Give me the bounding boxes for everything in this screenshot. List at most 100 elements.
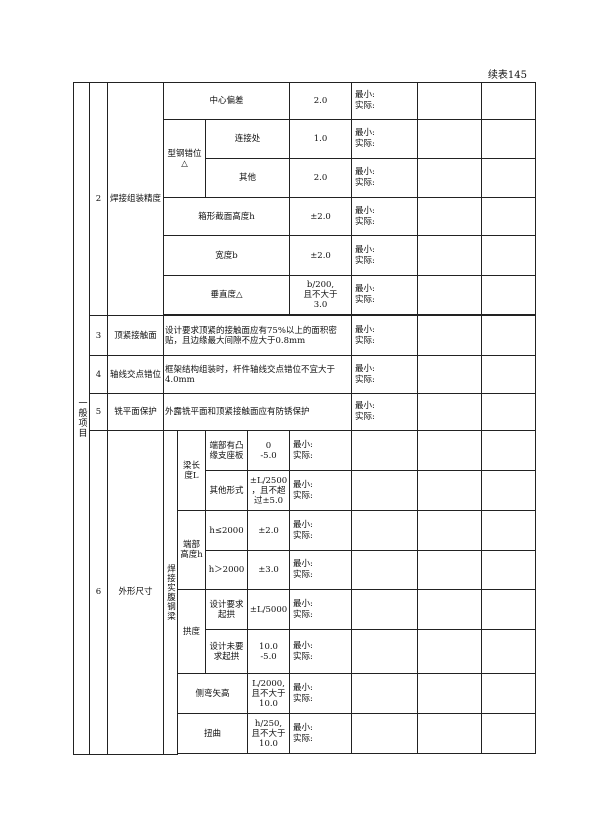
blank-cell (481, 235, 537, 276)
measure-cell: 最小:实际: (351, 393, 419, 431)
blank-cell (481, 355, 537, 394)
table-row: 一般项目 2 焊接组装精度 中心偏差 2.0 最小:实际: (73, 82, 537, 755)
item-name: 外形尺寸 (107, 430, 164, 755)
blank-cell (417, 119, 483, 159)
measure-cell: 最小:实际: (351, 197, 419, 236)
table-row: 其他 2.0 最小:实际: (74, 158, 537, 198)
blank-cell (351, 430, 419, 471)
tolerance: 2.0 (289, 158, 353, 198)
blank-cell (481, 550, 537, 590)
beam-type-label: 焊接实腹钢梁 (163, 430, 178, 755)
measure-cell: 最小:实际: (351, 119, 419, 159)
measure-cell: 最小:实际: (289, 629, 353, 674)
measure-cell: 最小:实际: (351, 82, 419, 120)
check-item: 中心偏差 (162, 82, 291, 120)
blank-cell (351, 589, 419, 630)
blank-cell (351, 673, 419, 714)
check-item: 端部高度h (177, 510, 206, 590)
blank-cell (417, 589, 483, 630)
measure-cell: 最小:实际: (289, 589, 353, 630)
blank-cell (481, 315, 537, 356)
blank-cell (352, 754, 418, 755)
blank-cell (417, 550, 483, 590)
blank-cell (417, 355, 483, 394)
blank-cell (417, 275, 483, 315)
item-number: 4 (89, 355, 108, 394)
blank-cell (417, 235, 483, 276)
tolerance: ±2.0 (246, 510, 291, 551)
blank-cell (417, 197, 483, 236)
requirement-text: 设计要求顶紧的接触面应有75%以上的面积密贴，且边缘最大间隙不应大于0.8mm (162, 315, 353, 356)
item-number: 5 (89, 393, 108, 431)
check-subitem: h＞2000 (205, 550, 248, 590)
tolerance: ±3.0 (246, 550, 291, 590)
blank-cell (418, 754, 482, 755)
check-subitem: 其他形式 (205, 470, 248, 511)
measure-cell: 最小:实际: (351, 235, 419, 276)
blank-cell (417, 158, 483, 198)
table-row: 箱形截面高度h ±2.0 最小:实际: (74, 197, 537, 236)
check-item: 拱度 (177, 589, 206, 674)
check-item: 梁长度L (177, 430, 206, 511)
blank-cell (481, 119, 537, 159)
measure-cell: 最小:实际: (289, 470, 353, 511)
measure-cell: 最小:实际: (351, 315, 419, 356)
inspection-table: 一般项目 2 焊接组装精度 中心偏差 2.0 最小:实际: 型钢错位△ 连接处 … (73, 82, 537, 755)
measure-cell: 最小:实际: (289, 550, 353, 590)
table-row: 设计未要求起拱 10.0-5.0 最小:实际: (74, 629, 537, 674)
measure-cell: 最小:实际: (289, 673, 353, 714)
check-subitem: 设计要求起拱 (205, 589, 248, 630)
blank-cell (351, 550, 419, 590)
item-name: 顶紧接触面 (107, 315, 164, 356)
measure-cell: 最小:实际: (289, 713, 353, 754)
section-label: 一般项目 (73, 82, 90, 755)
tolerance: 10.0-5.0 (246, 629, 291, 674)
tolerance: ±2.0 (289, 235, 353, 276)
check-subitem: 设计未要求起拱 (205, 629, 248, 674)
blank-cell (417, 713, 483, 754)
tolerance: 2.0 (289, 82, 353, 120)
tolerance: 0-5.0 (246, 430, 291, 471)
table-row: 4 轴线交点错位 框架结构组装时，杆件轴线交点错位不宜大于4.0mm 最小:实际… (74, 355, 537, 394)
measure-cell: 最小:实际: (351, 355, 419, 394)
check-subitem: 连接处 (204, 119, 291, 159)
item-number: 6 (89, 430, 108, 755)
tolerance: ±2.0 (289, 197, 353, 236)
table-row: 3 顶紧接触面 设计要求顶紧的接触面应有75%以上的面积密贴，且边缘最大间隙不应… (74, 315, 537, 356)
table-row: 宽度b ±2.0 最小:实际: (74, 235, 537, 276)
item-number: 3 (89, 315, 108, 356)
check-subitem: 端部有凸缘支座板 (205, 430, 248, 471)
blank-cell (481, 197, 537, 236)
check-item: 型钢错位△ (163, 119, 206, 198)
check-item: 箱形截面高度h (162, 197, 291, 236)
blank-cell (351, 510, 419, 551)
blank-cell (417, 430, 483, 471)
blank-cell (482, 754, 536, 755)
blank-cell (417, 393, 483, 431)
table-row: 6 外形尺寸 焊接实腹钢梁 梁长度L 端部有凸缘支座板 0-5.0 最小:实际: (74, 430, 537, 755)
blank-cell (351, 713, 419, 754)
blank-cell (481, 393, 537, 431)
check-subitem: h≤2000 (205, 510, 248, 551)
page-continuation-label: 续表145 (487, 70, 527, 81)
blank-cell (481, 158, 537, 198)
requirement-text: 框架结构组装时，杆件轴线交点错位不宜大于4.0mm (162, 355, 353, 394)
measure-cell: 最小:实际: (351, 158, 419, 198)
check-item: 侧弯矢高 (177, 673, 248, 714)
blank-cell (481, 430, 537, 471)
item-number: 2 (89, 82, 108, 316)
tolerance: 1.0 (289, 119, 353, 159)
tolerance: ±L/5000 (246, 589, 291, 630)
blank-cell (351, 470, 419, 511)
blank-cell (290, 754, 352, 755)
measure-cell: 最小:实际: (289, 510, 353, 551)
blank-cell (481, 713, 537, 754)
item-name: 轴线交点错位 (107, 355, 164, 394)
item-name: 铣平面保护 (107, 393, 164, 431)
measure-cell: 最小:实际: (289, 430, 353, 471)
check-item: 扭曲 (177, 713, 248, 754)
